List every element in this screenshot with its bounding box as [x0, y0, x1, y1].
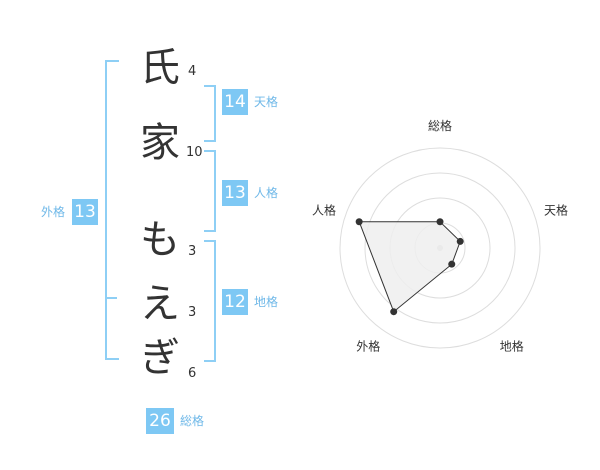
gaikaku-label: 外格: [41, 205, 66, 219]
jinkaku-value-box: 13: [222, 180, 248, 206]
stroke-count-2: 10: [186, 145, 203, 160]
stroke-count-3: 3: [188, 244, 197, 259]
radar-axis-label-1: 総格: [428, 118, 452, 133]
soukaku-value-box: 26: [146, 408, 174, 434]
tenkaku-bracket: [204, 85, 216, 142]
chikaku-label: 地格: [254, 295, 279, 309]
name-char-4: え: [140, 281, 180, 327]
radar-point-4: [390, 308, 398, 316]
radar-point-1: [436, 218, 444, 226]
name-char-2: 家: [140, 120, 180, 166]
stroke-count-1: 4: [188, 64, 197, 79]
radar-data-area: [358, 221, 461, 313]
radar-point-3: [448, 260, 456, 268]
chikaku-value-box: 12: [222, 289, 248, 315]
jinkaku-label: 人格: [254, 186, 279, 200]
radar-axis-label-3: 地格: [500, 339, 524, 354]
chikaku-bracket: [204, 240, 216, 362]
stroke-count-4: 3: [188, 305, 197, 320]
name-char-3: も: [140, 217, 180, 263]
gaikaku-bracket-divider: [105, 297, 117, 299]
gaikaku-bracket: [105, 60, 119, 360]
name-char-5: ぎ: [140, 335, 180, 381]
radar-axis-label-5: 人格: [312, 202, 336, 217]
stroke-count-5: 6: [188, 366, 197, 381]
radar-point-5: [355, 218, 363, 226]
radar-ring-3: [364, 172, 516, 324]
name-char-1: 氏: [140, 45, 180, 91]
radar-axis-label-2: 天格: [544, 202, 568, 217]
radar-axis-label-4: 外格: [356, 339, 380, 354]
tenkaku-label: 天格: [254, 95, 279, 109]
jinkaku-bracket: [204, 150, 216, 232]
tenkaku-value-box: 14: [222, 89, 248, 115]
radar-point-2: [456, 237, 464, 245]
gaikaku-value-box: 13: [72, 199, 98, 225]
radar-points: [355, 218, 464, 316]
radar-ring-4: [339, 147, 541, 349]
soukaku-label: 総格: [180, 414, 205, 428]
